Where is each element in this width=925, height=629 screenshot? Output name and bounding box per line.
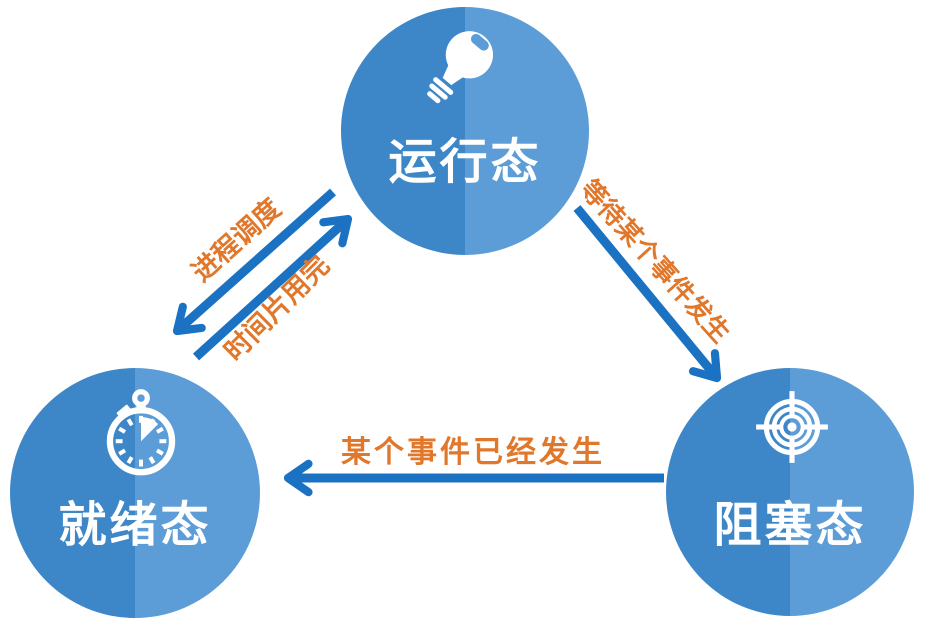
transition-label-event-occurred: 某个事件已经发生 xyxy=(341,436,605,469)
node-label-ready: 就绪态 xyxy=(58,499,212,552)
node-blocked: 阻塞态 xyxy=(666,368,914,616)
transition-label-schedule: 进程调度 xyxy=(186,192,287,288)
node-running: 运行态 xyxy=(341,7,589,255)
stopwatch-icon xyxy=(106,389,176,476)
transition-label-wait-event: 等待某个事件发生 xyxy=(574,173,736,349)
node-ready: 就绪态 xyxy=(10,368,260,618)
node-label-running: 运行态 xyxy=(388,136,542,189)
target-icon xyxy=(756,391,828,463)
node-label-blocked: 阻塞态 xyxy=(713,499,867,552)
transition-label-timeslice: 时间片用完 xyxy=(218,249,336,367)
lightbulb-icon xyxy=(415,21,505,111)
